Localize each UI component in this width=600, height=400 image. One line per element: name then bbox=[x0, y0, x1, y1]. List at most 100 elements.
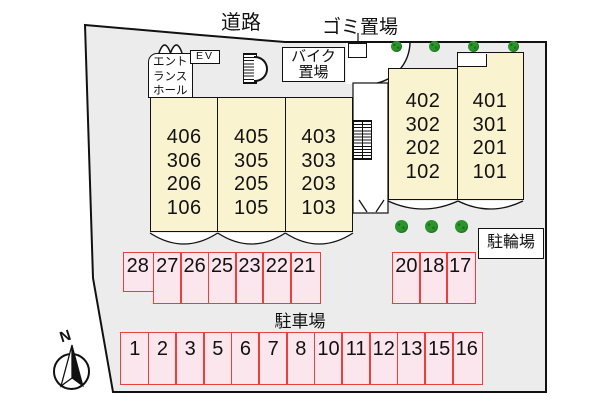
stall-divider bbox=[419, 253, 421, 303]
stall-divider bbox=[341, 333, 344, 384]
stall-divider bbox=[147, 333, 150, 384]
parking-stall-number: 5 bbox=[212, 338, 224, 360]
parking-stall-number: 3 bbox=[184, 338, 196, 360]
room-number: 402 bbox=[405, 90, 441, 112]
tree-icon bbox=[428, 40, 440, 52]
stall-divider bbox=[230, 333, 233, 384]
entrance-hall-label-line2: ランス bbox=[153, 70, 188, 83]
parking-group-28: 28 bbox=[123, 252, 154, 292]
parking-stall-number: 13 bbox=[400, 338, 423, 360]
stall-divider bbox=[396, 333, 399, 384]
parking-stall-number: 25 bbox=[210, 255, 234, 277]
stall-divider bbox=[424, 333, 427, 384]
stall-divider bbox=[445, 253, 448, 303]
room-number: 203 bbox=[301, 173, 337, 195]
stall-divider bbox=[369, 333, 371, 384]
room-number: 403 bbox=[301, 126, 337, 148]
room-number: 102 bbox=[405, 160, 441, 183]
site-boundary-outline bbox=[83, 23, 547, 393]
parking-stall-number: 26 bbox=[183, 255, 206, 277]
parking-stall-number: 2 bbox=[156, 338, 169, 360]
garbage-box bbox=[348, 43, 367, 58]
parking-stall-number: 20 bbox=[395, 255, 418, 277]
compass-icon bbox=[53, 344, 90, 390]
parking-stall-number: 27 bbox=[156, 255, 179, 277]
tree-icon bbox=[394, 219, 408, 233]
entrance-hall-label-line3: ホール bbox=[153, 85, 188, 98]
entrance-canopy-icon bbox=[158, 44, 183, 54]
stairs-center-rail bbox=[362, 121, 363, 159]
parking-stall-number: 16 bbox=[455, 338, 478, 360]
tree-icon bbox=[424, 219, 438, 233]
stall-divider bbox=[175, 333, 178, 384]
parking-stall-number: 22 bbox=[265, 255, 289, 277]
parking-lot-label: 駐車場 bbox=[274, 312, 326, 331]
bicycle-parking-box: 駐輪場 bbox=[478, 228, 544, 259]
garbage-area-label: ゴミ置場 bbox=[321, 17, 398, 38]
parking-stall-number: 28 bbox=[126, 255, 149, 277]
room-number: 303 bbox=[301, 149, 337, 172]
entrance-hall-label-line1: エント bbox=[153, 56, 188, 68]
bike-storage-label-line2: 置場 bbox=[298, 64, 329, 82]
balcony-arcs-left bbox=[149, 232, 354, 245]
stall-divider bbox=[286, 333, 288, 384]
tree-icon bbox=[467, 40, 479, 52]
stall-divider bbox=[313, 333, 316, 384]
tree-icon bbox=[390, 40, 402, 52]
elevator-box: EV bbox=[190, 50, 220, 64]
room-number: 406 bbox=[166, 126, 202, 148]
entrance-hall: エント ランス ホール bbox=[148, 53, 193, 98]
stall-divider bbox=[234, 253, 237, 303]
parking-stall-number: 18 bbox=[422, 255, 445, 277]
room-number: 405 bbox=[234, 126, 269, 148]
parking-stall-number: 17 bbox=[449, 255, 472, 277]
parking-stall-number: 6 bbox=[239, 338, 252, 360]
parking-stall-number: 23 bbox=[238, 255, 261, 277]
room-number: 401 bbox=[472, 90, 508, 112]
tree-icon bbox=[454, 219, 468, 233]
room-number: 201 bbox=[472, 137, 508, 159]
parking-stall-number: 12 bbox=[372, 338, 395, 360]
tree-icon bbox=[507, 40, 519, 52]
balcony-arcs-right bbox=[387, 200, 524, 210]
parking-stall-number: 8 bbox=[295, 338, 307, 360]
bike-storage-label-line1: バイク bbox=[291, 48, 336, 65]
stall-divider bbox=[203, 333, 205, 384]
parking-stall-number: 7 bbox=[267, 338, 279, 360]
stall-divider bbox=[452, 333, 454, 384]
parking-stall-number: 10 bbox=[317, 338, 340, 360]
room-number: 101 bbox=[472, 160, 508, 183]
room-number: 103 bbox=[301, 196, 337, 219]
building-right-notch bbox=[458, 53, 487, 67]
room-number: 202 bbox=[405, 137, 441, 159]
room-number: 302 bbox=[405, 113, 441, 136]
stall-divider bbox=[180, 253, 182, 303]
room-number: 301 bbox=[472, 113, 508, 136]
stall-divider bbox=[289, 253, 292, 303]
room-number: 205 bbox=[234, 173, 269, 195]
parking-stall-number: 15 bbox=[427, 338, 451, 360]
road-label: 道路 bbox=[221, 12, 261, 34]
stall-divider bbox=[262, 253, 265, 303]
stairs-icon bbox=[352, 120, 372, 160]
room-number: 206 bbox=[166, 173, 202, 195]
parking-stall-number: 11 bbox=[345, 338, 367, 360]
room-number: 305 bbox=[234, 149, 269, 172]
room-number: 105 bbox=[234, 196, 269, 219]
stall-divider bbox=[207, 253, 210, 303]
stall-divider bbox=[258, 333, 261, 384]
